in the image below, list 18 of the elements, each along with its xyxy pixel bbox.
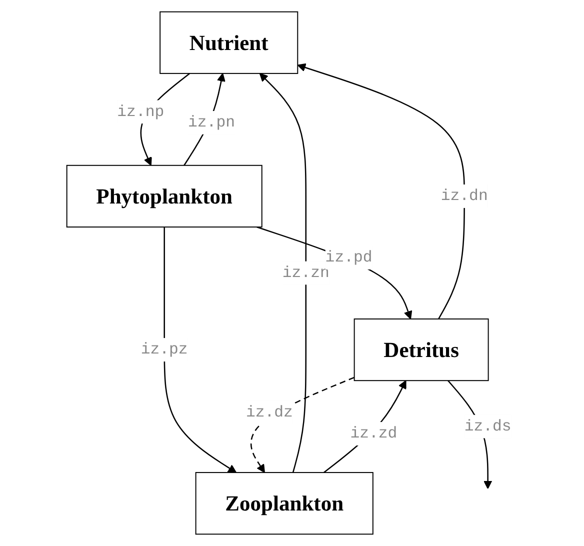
- node-box: Zooplankton: [195, 472, 374, 535]
- node-box: Phytoplankton: [66, 164, 262, 228]
- edge-label: iz.zn: [282, 264, 330, 282]
- edge-label: iz.pn: [188, 114, 235, 132]
- edge-label: iz.zd: [350, 424, 398, 443]
- edge-label: iz.dz: [246, 404, 293, 422]
- edge-label: iz.np: [117, 103, 164, 121]
- edge-label: iz.ds: [464, 418, 512, 436]
- edge-label: iz.pd: [325, 248, 372, 267]
- arrow: [324, 380, 406, 474]
- edge-label: iz.dn: [440, 187, 488, 206]
- edge-label: iz.pz: [140, 340, 188, 359]
- arrow: [297, 63, 465, 320]
- node-box: Detritus: [354, 318, 489, 382]
- node-box: Nutrient: [160, 11, 298, 74]
- arrow: [259, 73, 306, 473]
- arrow: [164, 227, 237, 473]
- arrow: [256, 226, 412, 320]
